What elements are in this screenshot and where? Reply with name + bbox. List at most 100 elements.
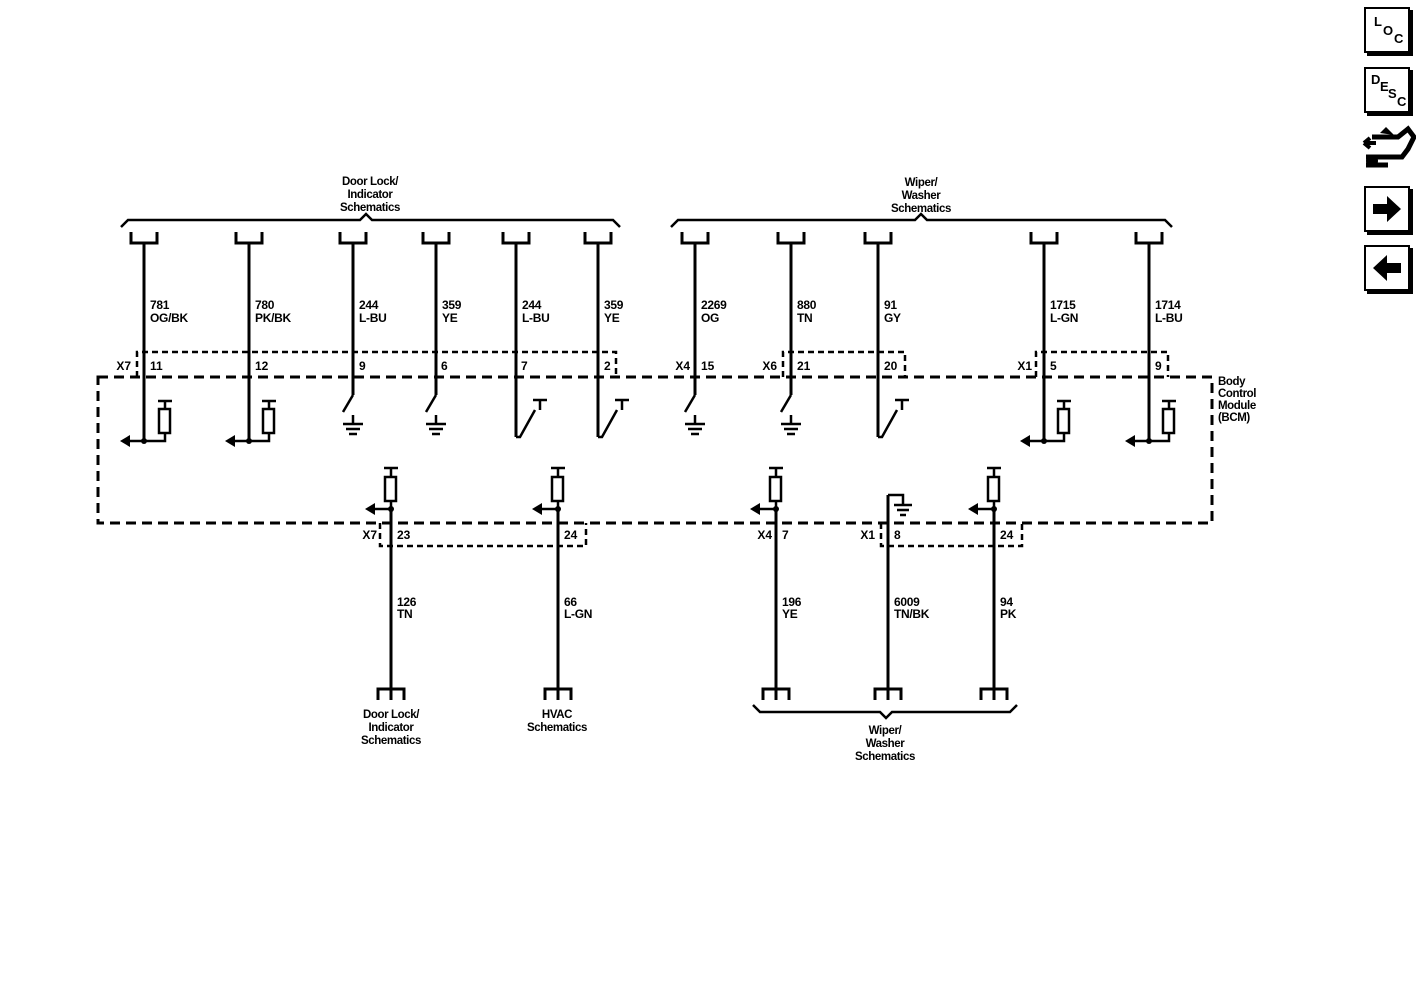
circuit-number: 359 — [442, 298, 462, 312]
connector-id: X1 — [860, 528, 875, 542]
group-label: Schematics — [891, 203, 951, 215]
wire-color: YE — [782, 607, 798, 621]
connector-id: X7 — [362, 528, 377, 542]
location-button[interactable]: L O C — [1364, 7, 1410, 53]
top-wires — [142, 243, 1151, 441]
ground-reference — [888, 493, 912, 517]
desc-letter-2: E — [1380, 79, 1389, 94]
circuit-number: 94 — [1000, 595, 1013, 609]
group-label: Indicator — [348, 189, 394, 201]
connector-view-button[interactable] — [1362, 123, 1417, 175]
pin-number: 2 — [604, 359, 611, 373]
pin-number: 9 — [359, 359, 366, 373]
wire-color: L-BU — [522, 311, 549, 325]
group-bracket-door-lock-top — [120, 212, 621, 228]
arrow-left-icon — [1373, 255, 1401, 281]
desc-letter-1: D — [1371, 72, 1381, 87]
circuit-number: 91 — [884, 298, 897, 312]
pin-number: 11 — [150, 359, 163, 373]
wire-color: TN — [797, 311, 812, 325]
previous-button[interactable] — [1364, 245, 1410, 291]
connector-id: X1 — [1017, 359, 1032, 373]
group-label: Schematics — [855, 751, 915, 763]
bottom-terminals — [376, 687, 1009, 700]
circuit-number: 780 — [255, 298, 275, 312]
group-label: Door Lock/ — [342, 176, 399, 188]
group-label: Washer — [902, 190, 942, 202]
loc-letter-1: L — [1374, 14, 1382, 29]
output-arrows-bottom — [365, 503, 978, 515]
circuit-number: 6009 — [894, 595, 920, 609]
group-label: Door Lock/ — [363, 709, 420, 721]
circuit-number: 359 — [604, 298, 624, 312]
wire-color: L-GN — [564, 607, 592, 621]
circuit-number: 196 — [782, 595, 802, 609]
arrow-right-icon — [1373, 196, 1401, 222]
group-label: Schematics — [361, 735, 421, 747]
module-label: (BCM) — [1218, 412, 1250, 424]
group-bracket-wiper-bottom — [752, 704, 1018, 720]
circuit-number: 880 — [797, 298, 817, 312]
ground-switches — [341, 394, 801, 436]
junction-dots — [141, 438, 1152, 512]
pin-number: 20 — [884, 359, 898, 373]
wire-color: YE — [442, 311, 458, 325]
bcm-outline — [96, 375, 1214, 525]
circuit-number: 1714 — [1155, 298, 1181, 312]
loc-letter-2: O — [1383, 23, 1394, 38]
group-label: HVAC — [542, 709, 572, 721]
pin-number: 12 — [255, 359, 269, 373]
connector-id: X4 — [675, 359, 690, 373]
module-label: Body — [1218, 376, 1246, 388]
input-arrows-top — [120, 435, 1135, 447]
circuit-number: 244 — [522, 298, 542, 312]
description-button[interactable]: D E S C — [1364, 67, 1410, 113]
wire-color: L-GN — [1050, 311, 1078, 325]
pin-number: 7 — [521, 359, 528, 373]
connector-box-x6-top — [781, 350, 907, 377]
wire-color: L-BU — [359, 311, 386, 325]
pin-number: 7 — [782, 528, 789, 542]
group-label: Washer — [866, 738, 906, 750]
wire-color: YE — [604, 311, 620, 325]
wire-color: GY — [884, 311, 901, 325]
connector-box-x7-bottom — [378, 523, 588, 548]
circuit-number: 244 — [359, 298, 379, 312]
group-label: Schematics — [527, 722, 587, 734]
circuit-number: 781 — [150, 298, 170, 312]
wire-color: TN — [397, 607, 412, 621]
wire-color: PK/BK — [255, 311, 291, 325]
connector-box-x7-top — [135, 350, 618, 377]
circuit-number: 1715 — [1050, 298, 1076, 312]
wire-color: OG — [701, 311, 719, 325]
pin-number: 6 — [441, 359, 448, 373]
group-label: Wiper/ — [905, 177, 939, 189]
module-label: Module — [1218, 400, 1256, 412]
group-bracket-wiper-top — [670, 212, 1173, 228]
next-button[interactable] — [1364, 186, 1410, 232]
pin-number: 24 — [564, 528, 578, 542]
pin-number: 9 — [1155, 359, 1162, 373]
group-label: Wiper/ — [869, 725, 903, 737]
connector-box-x1-top — [1034, 350, 1170, 377]
connector-id: X6 — [762, 359, 777, 373]
connector-plug-icon — [1362, 125, 1417, 168]
desc-letter-4: C — [1397, 94, 1407, 109]
wire-color: OG/BK — [150, 311, 188, 325]
connector-box-x1-bottom — [879, 523, 1024, 548]
pin-number: 21 — [797, 359, 811, 373]
supply-switches — [516, 398, 909, 439]
module-label: Control — [1218, 388, 1256, 400]
pin-number: 8 — [894, 528, 901, 542]
bottom-wires — [389, 495, 996, 700]
group-label: Schematics — [340, 202, 400, 214]
wire-color: TN/BK — [894, 607, 930, 621]
resistor-inputs-top — [127, 399, 1176, 443]
pin-number: 23 — [397, 528, 411, 542]
circuit-number: 66 — [564, 595, 577, 609]
wire-color: L-BU — [1155, 311, 1182, 325]
desc-letter-3: S — [1388, 86, 1397, 101]
pin-number: 24 — [1000, 528, 1014, 542]
circuit-number: 2269 — [701, 298, 727, 312]
pin-number: 5 — [1050, 359, 1057, 373]
